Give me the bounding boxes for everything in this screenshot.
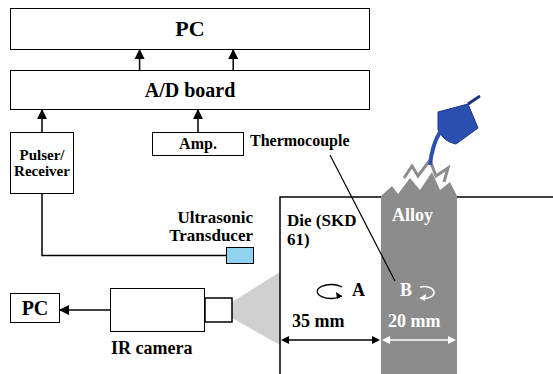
node-text: Amp. <box>179 135 217 153</box>
ir-camera: IR camera <box>110 288 205 332</box>
connector <box>232 50 234 70</box>
dimension-arrowhead <box>382 336 456 344</box>
ultrasonic-transducer: Ultrasonic Transducer <box>226 247 254 264</box>
node-text: PC <box>175 17 204 41</box>
dimension-arrowhead <box>281 336 380 344</box>
computer-box: PC <box>10 8 370 50</box>
part-label: Die (SKD 61) <box>287 212 365 249</box>
rotation-arrow <box>317 285 342 299</box>
dimension-line <box>385 339 453 341</box>
dimension-line <box>284 339 377 340</box>
ad-board-box: A/D board <box>10 70 370 110</box>
node-text: Ultrasonic Transducer <box>143 209 253 248</box>
dimension-label: 20 mm <box>388 312 441 332</box>
rotation-arrowhead <box>420 294 426 301</box>
ladle <box>438 104 478 144</box>
ladle-handle <box>468 96 480 104</box>
sensor-label: Thermocouple <box>250 132 350 150</box>
node-text: IR camera <box>111 331 192 359</box>
node-text: Pulser/ Receiver <box>14 147 70 180</box>
computer-box: PC <box>10 293 60 323</box>
die-outline <box>457 196 553 198</box>
amplifier-box: Amp. <box>152 132 244 156</box>
point-label: A <box>352 281 365 301</box>
node-text: A/D board <box>145 79 236 101</box>
splash <box>404 160 448 182</box>
camera-lens <box>205 298 232 322</box>
node-text: PC <box>22 297 49 319</box>
alloy-column <box>381 172 457 374</box>
part-label: Alloy <box>392 206 433 226</box>
pulser-receiver-box: Pulser/ Receiver <box>10 132 74 194</box>
view-cone <box>232 272 280 345</box>
connector <box>197 110 199 132</box>
connector <box>60 309 110 311</box>
pour-stream <box>430 132 440 165</box>
connector <box>41 110 43 132</box>
point-label: B <box>400 281 412 301</box>
rotation-arrowhead <box>336 292 342 299</box>
connector <box>139 50 141 70</box>
dimension-label: 35 mm <box>292 312 345 332</box>
